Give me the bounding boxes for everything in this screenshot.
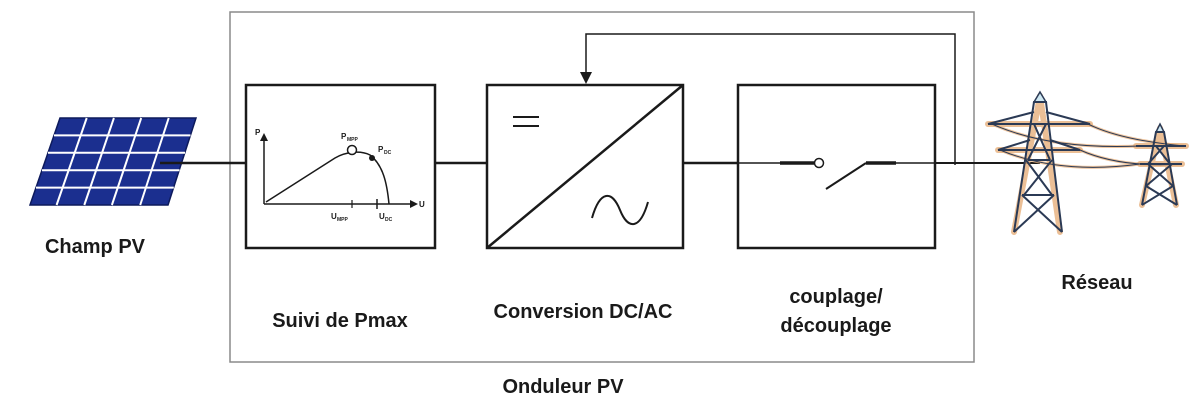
dc-point bbox=[369, 155, 375, 161]
p-mpp-sub: MPP bbox=[347, 137, 359, 143]
p-dc-label: P bbox=[378, 145, 384, 154]
mppt-block bbox=[244, 83, 437, 250]
u-dc-sub: DC bbox=[385, 217, 393, 223]
coupling-label-line1: couplage/ bbox=[789, 286, 883, 308]
mpp-point bbox=[346, 144, 358, 156]
solar-panel-icon bbox=[28, 117, 198, 206]
mppt-curve-plot: P U P MPP P DC U MPP U DC bbox=[255, 128, 425, 223]
inverter-frame bbox=[229, 11, 975, 363]
feedback-line bbox=[580, 33, 956, 165]
coupling-label-line2: découplage bbox=[780, 315, 891, 337]
grid-label: Réseau bbox=[1061, 272, 1132, 294]
coupling-block bbox=[736, 83, 937, 250]
power-tower-icon bbox=[985, 90, 1189, 235]
conversion-label: Conversion DC/AC bbox=[494, 301, 673, 323]
u-axis-label: U bbox=[419, 200, 425, 209]
u-mpp-label: U bbox=[331, 212, 337, 221]
mppt-label: Suivi de Pmax bbox=[272, 310, 408, 332]
power-curve bbox=[265, 151, 390, 205]
ac-sine-icon bbox=[591, 195, 649, 225]
inverter-label: Onduleur PV bbox=[502, 376, 624, 398]
u-dc-label: U bbox=[379, 212, 385, 221]
pv-field-label: Champ PV bbox=[45, 236, 146, 258]
p-dc-sub: DC bbox=[384, 150, 392, 156]
p-mpp-label: P bbox=[341, 132, 347, 141]
p-axis-label: P bbox=[255, 128, 261, 137]
dc-symbol-icon bbox=[513, 116, 539, 127]
switch-icon bbox=[738, 157, 935, 190]
conversion-diagonal bbox=[486, 84, 684, 249]
u-mpp-sub: MPP bbox=[337, 217, 349, 223]
